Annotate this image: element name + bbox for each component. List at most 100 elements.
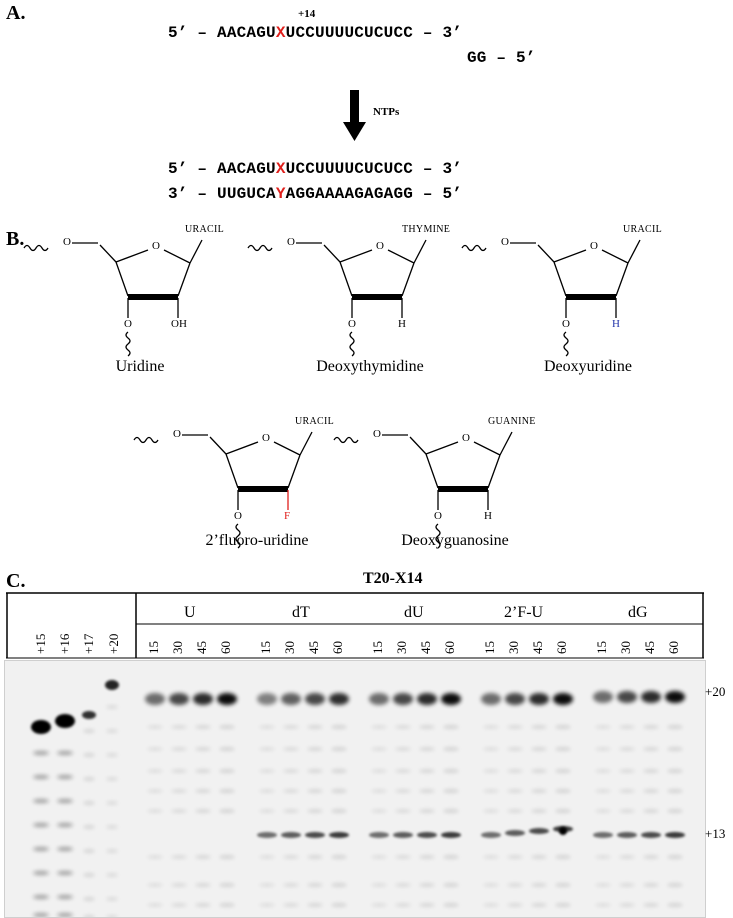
marker-lane-label: +17 — [81, 633, 96, 654]
marker-lane-label: +20 — [106, 633, 121, 654]
marker-ladder-rung — [106, 849, 118, 853]
ladder-rung — [147, 855, 163, 859]
ladder-rung — [307, 883, 323, 887]
marker-ladder-rung — [106, 897, 118, 901]
ladder-rung — [667, 769, 683, 773]
ladder-rung — [371, 769, 387, 773]
gel-bands — [31, 680, 685, 917]
product-band — [553, 693, 573, 705]
structure-name-deoxyuridine: Deoxyuridine — [544, 358, 632, 375]
structure-uridine: O O URACIL O OH — [20, 218, 230, 378]
product-bottom-strand: 3’ – UUGUCAYAGGAAAAGAGAGG – 5’ — [168, 185, 462, 203]
c2-substituent: F — [284, 510, 291, 522]
structure-deoxyuridine: O O URACIL O H — [458, 218, 668, 378]
ring-o-label: O — [262, 432, 270, 444]
ladder-rung — [667, 809, 683, 813]
product-band — [417, 693, 437, 705]
product-band — [193, 693, 213, 705]
ladder-rung — [371, 789, 387, 793]
ladder-rung — [171, 855, 187, 859]
ladder-rung — [331, 855, 347, 859]
position-label: +14 — [298, 8, 316, 20]
ladder-rung — [195, 725, 211, 729]
marker-ladder-rung — [106, 777, 118, 781]
ladder-rung — [331, 769, 347, 773]
template-x: X — [275, 24, 286, 42]
marker-ladder-rung — [83, 915, 95, 917]
marker-ladder-rung — [33, 871, 49, 875]
marker-ladder-rung — [57, 799, 73, 803]
time-point-label: 15 — [370, 641, 385, 654]
pause-band — [481, 832, 501, 838]
pause-band — [665, 832, 685, 838]
product-band — [257, 693, 277, 705]
c2-substituent: H — [612, 318, 620, 330]
marker-ladder-rung — [83, 801, 95, 805]
ladder-rung — [419, 903, 435, 907]
time-point-label: 30 — [618, 641, 633, 654]
lane-group-label: dU — [404, 604, 424, 621]
ladder-rung — [419, 747, 435, 751]
ladder-rung — [283, 883, 299, 887]
ladder-rung — [619, 789, 635, 793]
ladder-rung — [283, 809, 299, 813]
o5-label: O — [173, 428, 181, 440]
ladder-rung — [371, 883, 387, 887]
ladder-rung — [619, 883, 635, 887]
marker-ladder-rung — [83, 753, 95, 757]
ladder-rung — [443, 769, 459, 773]
ring-o-label: O — [376, 240, 384, 252]
o3-label: O — [234, 510, 242, 522]
o3-label: O — [124, 318, 132, 330]
reaction-arrow — [343, 90, 366, 141]
base-label: GUANINE — [488, 416, 536, 427]
ladder-rung — [595, 725, 611, 729]
ladder-rung — [283, 789, 299, 793]
ladder-rung — [555, 883, 571, 887]
ladder-rung — [595, 903, 611, 907]
product-top-right: UCCUUUUCUCUCC — [285, 160, 414, 178]
marker-ladder-rung — [57, 895, 73, 899]
ladder-rung — [259, 809, 275, 813]
ladder-rung — [619, 855, 635, 859]
product-band — [481, 693, 501, 705]
ladder-rung — [619, 769, 635, 773]
time-point-label: 15 — [594, 641, 609, 654]
ladder-rung — [643, 789, 659, 793]
ladder-rung — [483, 747, 499, 751]
ladder-rung — [443, 789, 459, 793]
ladder-rung — [555, 903, 571, 907]
ladder-rung — [395, 789, 411, 793]
ladder-rung — [667, 725, 683, 729]
ladder-rung — [171, 789, 187, 793]
time-point-label: 15 — [146, 641, 161, 654]
ladder-rung — [259, 855, 275, 859]
marker-ladder-rung — [106, 729, 118, 733]
ladder-rung — [147, 725, 163, 729]
ladder-rung — [147, 903, 163, 907]
o3-label: O — [562, 318, 570, 330]
marker-ladder-rung — [33, 775, 49, 779]
ring-o-label: O — [152, 240, 160, 252]
ladder-rung — [667, 747, 683, 751]
ladder-rung — [443, 725, 459, 729]
pause-band — [417, 832, 437, 838]
ladder-rung — [259, 903, 275, 907]
ladder-rung — [419, 769, 435, 773]
ladder-rung — [283, 855, 299, 859]
marker-band — [55, 714, 75, 728]
product-bottom-prefix: 3’ – — [168, 185, 218, 203]
template-suffix: – 3’ — [413, 24, 463, 42]
ladder-rung — [443, 809, 459, 813]
ladder-rung — [643, 747, 659, 751]
o5-label: O — [373, 428, 381, 440]
time-point-label: 60 — [442, 641, 457, 654]
structure-deoxythymidine: O O THYMINE O H — [244, 218, 454, 378]
ladder-rung — [483, 903, 499, 907]
ladder-rung — [531, 883, 547, 887]
marker-band — [31, 720, 51, 734]
ladder-rung — [555, 725, 571, 729]
ladder-rung — [171, 883, 187, 887]
o5-label: O — [63, 236, 71, 248]
sugar-ring-drawing — [247, 239, 427, 357]
